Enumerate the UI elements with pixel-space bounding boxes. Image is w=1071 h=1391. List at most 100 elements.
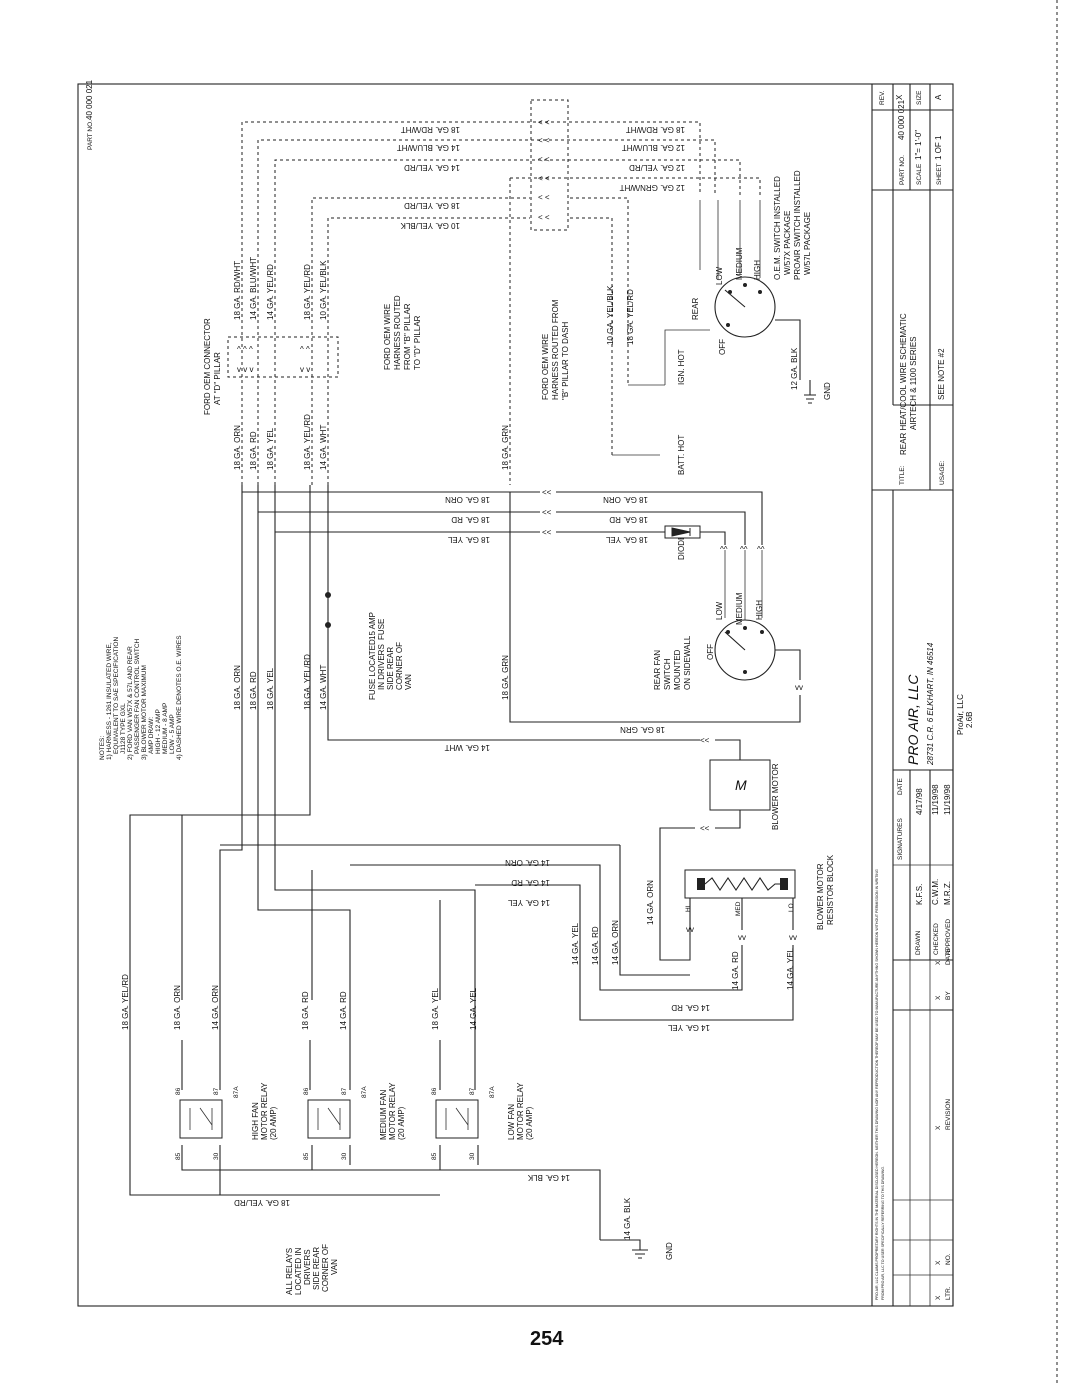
out-14yel: 14 GA. YEL [469,987,478,1030]
conn-up-4: 18 GA. YEL/RD [303,264,312,320]
out-18orn: 18 GA. ORN [173,985,182,1030]
res-rd-1: 14 GA. RD [591,926,600,965]
med-relay-3: (20 AMP) [397,1106,406,1140]
relays-loc-6: VAN [330,1259,339,1275]
wire-top-5: 18 GA. YEL/RD [404,201,460,210]
drawn-by: K.F.S. [915,884,924,905]
ford-connector-loc: AT "D" PILLAR [213,352,222,405]
company-name: PRO AIR, LLC [905,674,921,765]
company-address: 28731 C.R. 6 ELKHART, IN 46514 [926,642,935,766]
checked-label: CHECKED [933,923,940,955]
oem-medium-label: MEDIUM [735,247,744,280]
rear-fan-switch-1: REAR FAN [653,650,662,690]
oem-top-wires [227,99,761,485]
high-pin86: 86 [175,1087,182,1095]
wire-grn-top: 18 GA. GRN [501,425,510,470]
top-wire-labels: 18 GA. RD/WHT 14 GA. BLU/WHT 14 GA. YEL/… [397,125,685,230]
svg-text:< <: < < [538,118,550,127]
size-value: A [934,94,943,100]
wire-14ga-blk: 14 GA. BLK [623,1197,632,1240]
res-horiz-orn: 14 GA. ORN [505,858,550,867]
conn-low-1: 18 GA. ORN [233,425,242,470]
low-relay-2: MOTOR RELAY [516,1082,525,1140]
med-relay-1: MEDIUM FAN [379,1090,388,1140]
revision-label: REVISION [945,1099,952,1130]
by-label: BY [945,991,952,1000]
res-lo: LO [788,903,795,912]
svg-text:v v: v v [300,365,310,374]
harness-bd-1: FORD OEM WIRE [383,304,392,370]
res-hi: HI [685,905,692,912]
svg-text:<<: << [700,824,710,833]
out-14rd: 14 GA. RD [339,991,348,1030]
note-0: NOTES: [99,736,106,760]
rear-off-label: OFF [706,644,715,660]
blk-horizontal: 14 GA. BLK [527,1173,570,1182]
res-rd-2: 14 GA. RD [731,951,740,990]
note-10: LOW - 5 AMP [169,714,176,754]
conn-up-3: 14 GA. YEL/RD [266,264,275,320]
note-3: J1128 TYPE GXL [120,703,127,754]
medium-fan-relay: 86 87 87A 85 30 [303,1086,368,1160]
relays-loc-4: SIDE REAR [312,1247,321,1290]
svg-text:^^: ^^ [740,545,748,554]
wire-top-6: 10 GA. YEL/BLK [400,221,460,230]
title-block [871,84,954,1306]
part-no-tb: 40 000 021 [897,99,906,140]
rear-medium-label: MEDIUM [735,592,744,625]
out-14orn: 14 GA. ORN [211,985,220,1030]
signatures-label: SIGNATURES [897,818,904,860]
res-yel-2: 14 GA. YEL [786,947,795,990]
wire-top-3: 14 GA. YEL/RD [404,163,460,172]
wire-top-2: 14 GA. BLU/WHT [397,143,460,152]
harness-dash-3: "B" PILLAR TO DASH [561,321,570,400]
conn-low-5: 14 GA. WHT [319,425,328,470]
ign-hot-label: IGN. HOT [677,349,686,385]
conn-low-3: 18 GA. YEL [266,427,275,470]
oem-switch-2: W/57X PACKAGE [783,211,792,275]
wire-tr-4: 12 GA. GRN/WHT [620,183,685,192]
relays-loc-2: LOCATED IN [294,1247,303,1295]
svg-text:^^: ^^ [720,545,728,554]
date-label: DATE [897,777,904,795]
no-label: NO. [945,1253,952,1265]
low-pin87a: 87A [489,1086,496,1098]
fuse-7: VAN [404,674,413,690]
resistor-block-1: BLOWER MOTOR [816,863,825,930]
conn-up-1: 18 GA. RD/WHT [233,261,242,320]
wire-grn-mid: 18 GA. GRN [501,655,510,700]
harness-dash-1: FORD OEM WIRE [541,334,550,400]
svg-text:vv: vv [789,933,797,942]
part-no-label-tb: PART NO. [899,155,906,185]
diode-label: DIODE [677,535,686,560]
svg-text:< <: < < [538,155,550,164]
conn-up-2: 14 GA. BLU/WHT [249,257,258,320]
high-pin87a: 87A [233,1086,240,1098]
high-pin87: 87 [213,1087,220,1095]
checked-by: C.W.M. [931,879,940,905]
relays-loc-3: DRIVERS [303,1249,312,1285]
rear-label: REAR [691,298,700,320]
svg-text:<<: << [542,508,552,517]
rev-x-4: X [935,995,942,1000]
conn-low-4: 18 GA. YEL/RD [303,414,312,470]
relays-loc-5: CORNER OF [321,1244,330,1292]
high-relay-3: (20 AMP) [269,1106,278,1140]
wire-tr-3: 12 GA. YEL/RD [629,163,685,172]
note-7: AMP DRAW: [148,717,155,754]
harness-bd-2: HARNESS ROUTED [393,295,402,370]
harness-bd-4: TO "D" PILLAR [413,315,422,370]
wht-horizontal: 14 GA. WHT [445,743,490,752]
oem-switch-1: O.E.M. SWITCH INSTALLED [773,176,782,280]
svg-text:v v v: v v v [237,365,253,374]
notes-block: NOTES: 1) HARNESS - 1261 INSULATED WIRE,… [99,635,183,760]
note-6: 3) BLOWER MOTOR MAXIMUM [141,665,148,760]
conn-low-2: 18 GA. RD [249,431,258,470]
title-line2: AIRTECH & 1100 SERIES [909,336,918,430]
relay-in-yel: 18 GA. YEL [266,667,275,710]
usage-label: USAGE: [939,460,946,485]
size-label: SIZE [916,90,923,105]
footer-company: ProAir, LLC [956,694,965,735]
